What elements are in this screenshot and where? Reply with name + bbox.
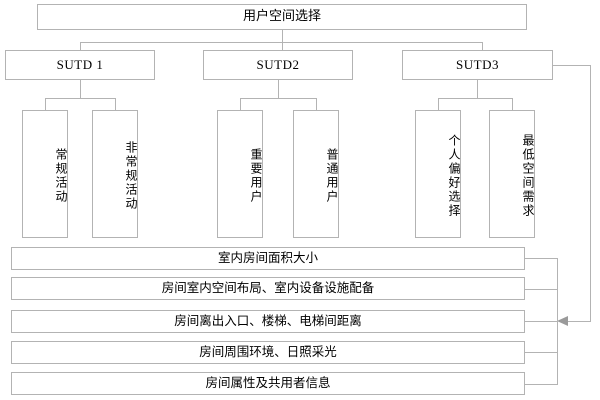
connector-tier1-bus bbox=[80, 42, 483, 43]
connector-c-stem bbox=[477, 80, 478, 98]
node-label: 房间周围环境、日照采光 bbox=[199, 344, 337, 360]
node-label: 普通用户 bbox=[325, 148, 339, 204]
connector-a-stem bbox=[80, 80, 81, 98]
node-label: SUTD 1 bbox=[56, 56, 104, 72]
arrow-left-icon bbox=[557, 316, 568, 326]
node-sutd-3[interactable]: SUTD3 bbox=[402, 50, 553, 80]
node-label: SUTD3 bbox=[456, 56, 499, 72]
node-label: 房间离出入口、楼梯、电梯间距离 bbox=[174, 313, 362, 329]
connector-c-drop-2 bbox=[512, 98, 513, 110]
node-attribute-room-properties[interactable]: 房间属性及共用者信息 bbox=[11, 372, 525, 395]
connector-a-bus bbox=[45, 98, 116, 99]
connector-a-drop-2 bbox=[115, 98, 116, 110]
connector-root-stem bbox=[282, 30, 283, 42]
node-label: 房间室内空间布局、室内设备设施配备 bbox=[161, 280, 375, 296]
node-label: 房间属性及共用者信息 bbox=[205, 375, 331, 391]
node-label: 重要用户 bbox=[249, 148, 263, 204]
node-label: SUTD2 bbox=[256, 56, 300, 72]
connector-b-drop-1 bbox=[240, 98, 241, 110]
node-leaf-minimum-space-demand[interactable]: 最低空间需求 bbox=[489, 110, 535, 238]
node-attribute-room-area[interactable]: 室内房间面积大小 bbox=[11, 247, 525, 270]
connector-c-drop-1 bbox=[438, 98, 439, 110]
node-label: 个人偏好选择 bbox=[447, 134, 461, 218]
connector-feedback-down bbox=[590, 65, 591, 321]
connector-b-stem bbox=[278, 80, 279, 98]
connector-tier1-drop-c bbox=[482, 42, 483, 50]
node-label: 非常规活动 bbox=[124, 141, 138, 211]
node-leaf-regular-activity[interactable]: 常规活动 bbox=[22, 110, 68, 238]
connector-attr-stub-3 bbox=[525, 352, 558, 353]
node-attribute-distance-to-exits[interactable]: 房间离出入口、楼梯、电梯间距离 bbox=[11, 310, 525, 333]
connector-tier1-drop-a bbox=[80, 42, 81, 50]
node-leaf-normal-user[interactable]: 普通用户 bbox=[293, 110, 339, 238]
connector-c-bus bbox=[438, 98, 512, 99]
node-sutd-1[interactable]: SUTD 1 bbox=[5, 50, 155, 80]
node-label: 室内房间面积大小 bbox=[217, 250, 318, 266]
connector-feedback-top bbox=[553, 65, 591, 66]
connector-attr-stub-2 bbox=[525, 321, 558, 322]
node-attribute-interior-layout[interactable]: 房间室内空间布局、室内设备设施配备 bbox=[11, 277, 525, 300]
node-attribute-surroundings-daylight[interactable]: 房间周围环境、日照采光 bbox=[11, 341, 525, 364]
node-leaf-irregular-activity[interactable]: 非常规活动 bbox=[92, 110, 138, 238]
node-sutd-2[interactable]: SUTD2 bbox=[203, 50, 353, 80]
node-label: 常规活动 bbox=[54, 148, 68, 204]
node-root-user-space-selection[interactable]: 用户空间选择 bbox=[37, 4, 527, 30]
connector-attr-stub-1 bbox=[525, 289, 558, 290]
connector-a-drop-1 bbox=[45, 98, 46, 110]
connector-b-bus bbox=[240, 98, 316, 99]
connector-attr-stub-4 bbox=[525, 384, 558, 385]
node-leaf-important-user[interactable]: 重要用户 bbox=[217, 110, 263, 238]
connector-b-drop-2 bbox=[316, 98, 317, 110]
node-label: 用户空间选择 bbox=[242, 8, 321, 24]
connector-tier1-drop-b bbox=[282, 42, 283, 50]
node-label: 最低空间需求 bbox=[521, 134, 535, 218]
node-leaf-personal-preference[interactable]: 个人偏好选择 bbox=[415, 110, 461, 238]
connector-attr-stub-0 bbox=[525, 258, 558, 259]
connector-feedback-into-bus bbox=[568, 321, 591, 322]
